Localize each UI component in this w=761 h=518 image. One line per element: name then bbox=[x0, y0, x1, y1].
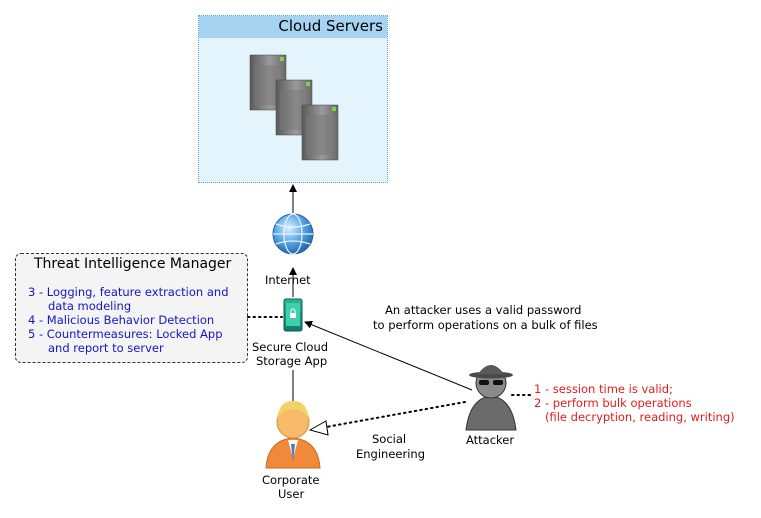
tim-title: Threat Intelligence Manager bbox=[34, 256, 232, 272]
app-label-line2: Storage App bbox=[256, 354, 328, 368]
tim-item: data modeling bbox=[48, 299, 132, 313]
tim-item: 4 - Malicious Behavior Detection bbox=[28, 313, 215, 327]
tim-item: 3 - Logging, feature extraction and bbox=[28, 285, 229, 299]
attack-note-line1: An attacker uses a valid password bbox=[385, 303, 582, 317]
attacker-label: Attacker bbox=[466, 433, 515, 447]
social-engineering-line1: Social bbox=[372, 432, 407, 446]
social-engineering-line2: Engineering bbox=[356, 447, 425, 461]
social-engineering-arrowhead bbox=[308, 420, 329, 436]
cloud-servers-header: Cloud Servers bbox=[199, 16, 387, 38]
threat-intelligence-manager-box: Threat Intelligence Manager 3 - Logging,… bbox=[15, 253, 248, 363]
globe-icon bbox=[272, 213, 314, 255]
tim-item: and report to server bbox=[48, 341, 164, 355]
hacker-icon bbox=[465, 365, 517, 431]
user-icon bbox=[265, 400, 321, 469]
social-engineering-dotted bbox=[325, 401, 466, 428]
user-label-line1: Corporate bbox=[262, 473, 320, 487]
server-rack-icon bbox=[249, 54, 339, 161]
attacker-step: 2 - perform bulk operations bbox=[534, 396, 692, 410]
cloud-servers-box: Cloud Servers bbox=[198, 15, 388, 183]
attack-note-line2: to perform operations on a bulk of files bbox=[373, 318, 598, 332]
app-label-line1: Secure Cloud bbox=[252, 340, 329, 354]
phone-lock-icon bbox=[283, 298, 303, 332]
tim-item: 5 - Countermeasures: Locked App bbox=[28, 327, 223, 341]
attacker-to-app-arrow bbox=[304, 320, 473, 391]
attacker-step: (file decryption, reading, writing) bbox=[545, 410, 735, 424]
internet-label: Internet bbox=[265, 273, 311, 287]
attacker-step: 1 - session time is valid; bbox=[534, 382, 673, 396]
cloud-servers-title: Cloud Servers bbox=[278, 17, 383, 35]
user-label-line2: User bbox=[278, 487, 305, 501]
